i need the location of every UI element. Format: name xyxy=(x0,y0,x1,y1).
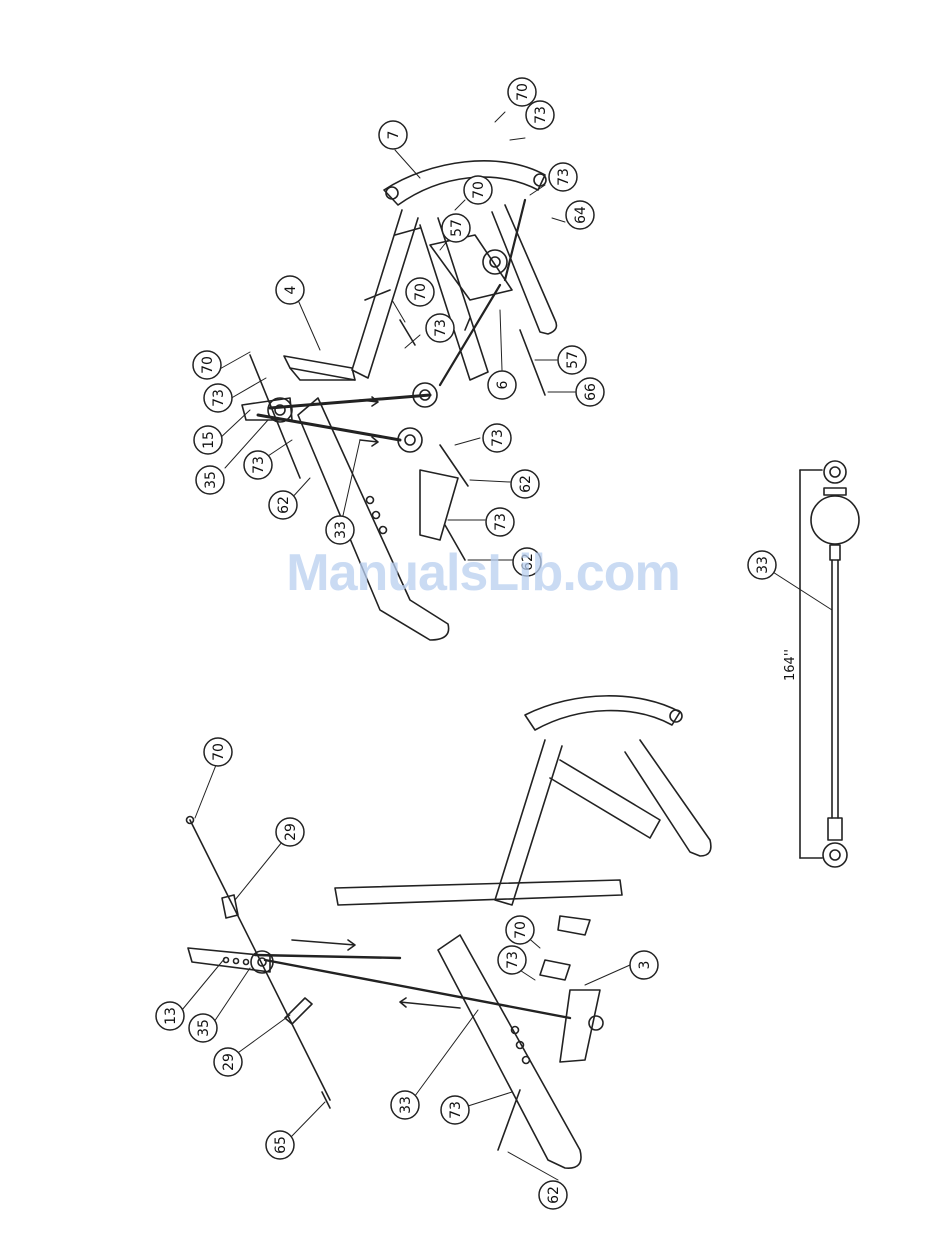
svg-text:70: 70 xyxy=(515,83,531,101)
top-assembly xyxy=(242,161,556,640)
callout-top-73c: 73 xyxy=(426,314,454,342)
svg-text:33: 33 xyxy=(398,1096,414,1114)
callout-top-73f: 73 xyxy=(483,424,511,452)
svg-text:73: 73 xyxy=(556,168,572,186)
svg-text:73: 73 xyxy=(533,106,549,124)
svg-text:15: 15 xyxy=(201,431,217,449)
svg-text:73: 73 xyxy=(493,513,509,531)
callout-bottom-65: 65 xyxy=(266,1131,294,1159)
svg-text:73: 73 xyxy=(251,456,267,474)
callout-bottom-73a: 73 xyxy=(441,1096,469,1124)
callout-bottom-29a: 29 xyxy=(276,818,304,846)
callout-top-73d: 73 xyxy=(204,384,232,412)
svg-text:70: 70 xyxy=(200,356,216,374)
svg-text:6: 6 xyxy=(495,380,511,389)
callout-top-70c: 70 xyxy=(406,278,434,306)
svg-text:73: 73 xyxy=(433,319,449,337)
svg-text:4: 4 xyxy=(283,285,299,294)
svg-text:62: 62 xyxy=(276,496,292,514)
callout-top-62b: 62 xyxy=(511,470,539,498)
callout-top-73b: 73 xyxy=(549,163,577,191)
callouts: 70 73 7 73 70 64 57 4 70 73 70 73 15 35 … xyxy=(156,78,776,1209)
callout-top-57a: 57 xyxy=(442,214,470,242)
svg-text:62: 62 xyxy=(546,1186,562,1204)
svg-text:70: 70 xyxy=(211,743,227,761)
svg-text:57: 57 xyxy=(449,219,465,237)
svg-text:65: 65 xyxy=(273,1136,289,1154)
svg-text:64: 64 xyxy=(573,206,589,224)
svg-text:70: 70 xyxy=(413,283,429,301)
callout-top-73g: 73 xyxy=(486,508,514,536)
callout-top-33: 33 xyxy=(326,516,354,544)
callout-top-73a: 73 xyxy=(526,101,554,129)
cable-detail xyxy=(800,461,859,867)
svg-text:73: 73 xyxy=(211,389,227,407)
callout-top-62a: 62 xyxy=(269,491,297,519)
svg-text:73: 73 xyxy=(505,951,521,969)
callout-bottom-35: 35 xyxy=(189,1014,217,1042)
svg-text:70: 70 xyxy=(471,181,487,199)
callout-top-7: 7 xyxy=(379,121,407,149)
callout-top-70a: 70 xyxy=(508,78,536,106)
callout-bottom-70a: 70 xyxy=(204,738,232,766)
cable-length-label: 164'' xyxy=(783,649,798,681)
svg-text:62: 62 xyxy=(520,553,536,571)
svg-text:33: 33 xyxy=(755,556,771,574)
svg-text:70: 70 xyxy=(513,921,529,939)
callout-top-35: 35 xyxy=(196,466,224,494)
svg-text:62: 62 xyxy=(518,475,534,493)
callout-top-57b: 57 xyxy=(558,346,586,374)
svg-text:73: 73 xyxy=(448,1101,464,1119)
callout-bottom-62: 62 xyxy=(539,1181,567,1209)
callout-top-62c: 62 xyxy=(513,548,541,576)
callout-bottom-73b: 73 xyxy=(498,946,526,974)
svg-text:29: 29 xyxy=(283,823,299,841)
callout-bottom-13: 13 xyxy=(156,1002,184,1030)
callout-bottom-3: 3 xyxy=(630,951,658,979)
svg-text:7: 7 xyxy=(386,131,402,140)
svg-text:3: 3 xyxy=(637,961,653,970)
svg-text:57: 57 xyxy=(565,351,581,369)
callout-bottom-70b: 70 xyxy=(506,916,534,944)
svg-text:13: 13 xyxy=(163,1007,179,1025)
callout-bottom-29b: 29 xyxy=(214,1048,242,1076)
callout-top-15: 15 xyxy=(194,426,222,454)
callout-top-64: 64 xyxy=(566,201,594,229)
callout-cable-33: 33 xyxy=(748,551,776,579)
svg-text:66: 66 xyxy=(583,383,599,401)
svg-text:35: 35 xyxy=(196,1019,212,1037)
svg-text:73: 73 xyxy=(490,429,506,447)
callout-top-66: 66 xyxy=(576,378,604,406)
callout-top-70d: 70 xyxy=(193,351,221,379)
callout-top-6: 6 xyxy=(488,371,516,399)
callout-top-73e: 73 xyxy=(244,451,272,479)
svg-text:35: 35 xyxy=(203,471,219,489)
callout-top-70b: 70 xyxy=(464,176,492,204)
callout-bottom-33: 33 xyxy=(391,1091,419,1119)
svg-text:29: 29 xyxy=(221,1053,237,1071)
svg-text:33: 33 xyxy=(333,521,349,539)
callout-top-4: 4 xyxy=(276,276,304,304)
